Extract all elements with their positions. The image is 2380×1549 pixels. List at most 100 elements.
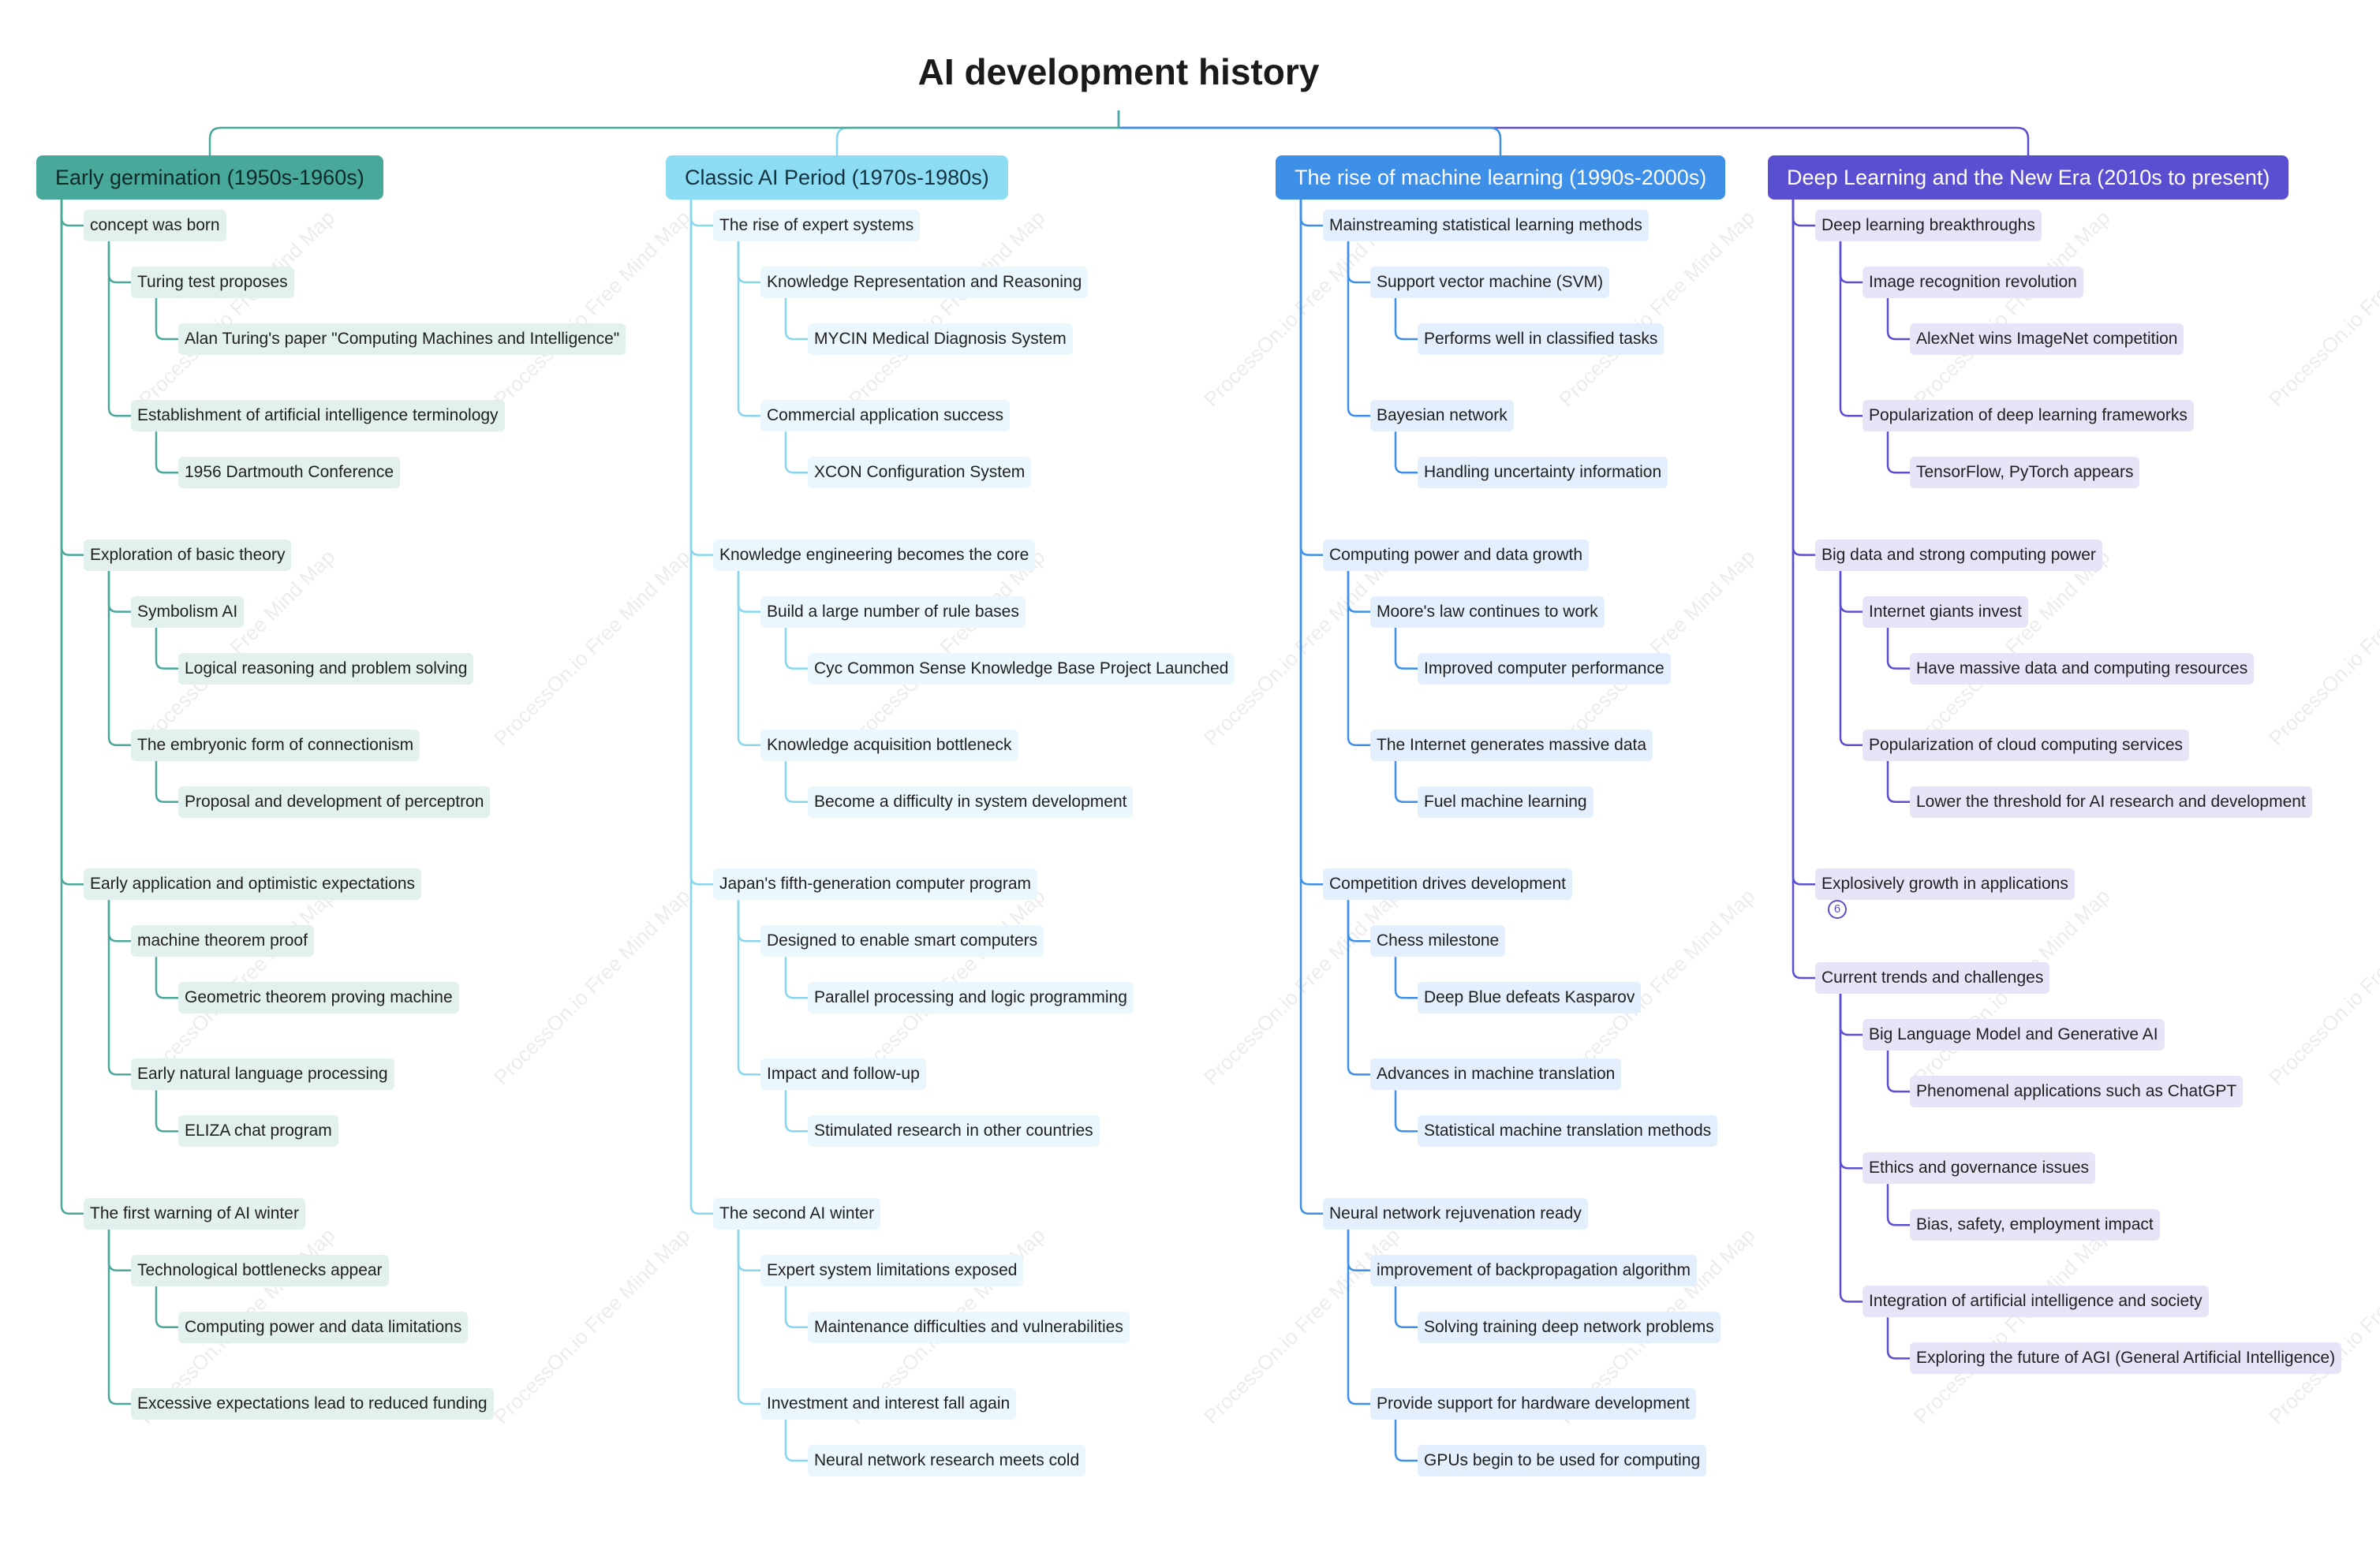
topic-level-3[interactable]: Computing power and data limitations bbox=[178, 1311, 469, 1343]
topic-level-3[interactable]: Phenomenal applications such as ChatGPT bbox=[1910, 1076, 2244, 1107]
topic-level-1[interactable]: Knowledge engineering becomes the core bbox=[713, 539, 1036, 571]
topic-level-1[interactable]: The second AI winter bbox=[713, 1197, 881, 1230]
branch-topic-3[interactable]: The rise of machine learning (1990s-2000… bbox=[1276, 155, 1726, 200]
topic-level-2[interactable]: Moore's law continues to work bbox=[1370, 595, 1605, 628]
topic-level-3[interactable]: Performs well in classified tasks bbox=[1418, 323, 1665, 355]
topic-level-2[interactable]: Image recognition revolution bbox=[1863, 267, 2083, 298]
topic-level-3[interactable]: Have massive data and computing resource… bbox=[1910, 652, 2255, 685]
topic-level-2[interactable]: Chess milestone bbox=[1370, 925, 1506, 957]
root-topic[interactable]: AI development history bbox=[917, 51, 1320, 92]
topic-level-3[interactable]: Neural network research meets cold bbox=[808, 1445, 1086, 1476]
connector-elbow bbox=[784, 431, 808, 474]
collapsed-count-badge[interactable]: 6 bbox=[1828, 900, 1847, 920]
topic-level-3[interactable]: Solving training deep network problems bbox=[1418, 1311, 1721, 1343]
topic-level-1[interactable]: Early application and optimistic expecta… bbox=[84, 868, 422, 901]
topic-level-3[interactable]: Geometric theorem proving machine bbox=[178, 982, 459, 1014]
connector-elbow bbox=[107, 570, 131, 613]
topic-level-1[interactable]: Computing power and data growth bbox=[1323, 539, 1590, 571]
topic-level-3[interactable]: Become a difficulty in system developmen… bbox=[808, 786, 1134, 818]
topic-level-3[interactable]: Exploring the future of AGI (General Art… bbox=[1910, 1342, 2342, 1375]
topic-level-2[interactable]: Expert system limitations exposed bbox=[760, 1254, 1024, 1286]
topic-level-2[interactable]: Knowledge acquisition bottleneck bbox=[760, 729, 1018, 761]
topic-level-2[interactable]: Support vector machine (SVM) bbox=[1370, 267, 1610, 298]
topic-level-3[interactable]: Bias, safety, employment impact bbox=[1910, 1209, 2160, 1241]
topic-level-1[interactable]: Japan's fifth-generation computer progra… bbox=[713, 868, 1038, 901]
topic-level-3[interactable]: Maintenance difficulties and vulnerabili… bbox=[808, 1311, 1130, 1343]
connector-elbow bbox=[1886, 298, 1910, 341]
topic-level-3[interactable]: Alan Turing's paper "Computing Machines … bbox=[178, 323, 626, 355]
connector-elbow bbox=[1394, 1286, 1418, 1329]
topic-level-1[interactable]: The first warning of AI winter bbox=[84, 1197, 305, 1230]
topic-level-1[interactable]: Current trends and challenges bbox=[1815, 962, 2050, 994]
connector-elbow bbox=[689, 200, 713, 1215]
topic-level-1[interactable]: Big data and strong computing power bbox=[1815, 539, 2102, 571]
connector-elbow bbox=[1299, 200, 1323, 227]
topic-level-2[interactable]: Symbolism AI bbox=[131, 595, 245, 628]
topic-level-2[interactable]: The embryonic form of connectionism bbox=[131, 729, 420, 761]
topic-level-2[interactable]: Advances in machine translation bbox=[1370, 1058, 1622, 1091]
branch-topic-4[interactable]: Deep Learning and the New Era (2010s to … bbox=[1768, 155, 2289, 200]
topic-level-2[interactable]: Commercial application success bbox=[760, 400, 1010, 432]
topic-level-3[interactable]: Proposal and development of perceptron bbox=[178, 786, 491, 818]
topic-level-2[interactable]: Build a large number of rule bases bbox=[760, 595, 1026, 628]
topic-level-3[interactable]: Statistical machine translation methods bbox=[1418, 1115, 1718, 1148]
topic-level-2[interactable]: improvement of backpropagation algorithm bbox=[1370, 1254, 1698, 1286]
topic-level-3[interactable]: 1956 Dartmouth Conference bbox=[178, 457, 400, 489]
topic-level-3[interactable]: Lower the threshold for AI research and … bbox=[1910, 786, 2312, 818]
topic-level-1[interactable]: Exploration of basic theory bbox=[84, 539, 292, 571]
topic-level-2[interactable]: Establishment of artificial intelligence… bbox=[131, 400, 505, 432]
topic-level-3[interactable]: Stimulated research in other countries bbox=[808, 1115, 1100, 1148]
connector-elbow bbox=[737, 900, 760, 942]
connector-elbow bbox=[1394, 957, 1418, 999]
topic-level-2[interactable]: Impact and follow-up bbox=[760, 1058, 926, 1091]
topic-level-1[interactable]: Competition drives development bbox=[1323, 868, 1572, 901]
topic-level-2[interactable]: Integration of artificial intelligence a… bbox=[1863, 1286, 2209, 1318]
topic-level-3[interactable]: XCON Configuration System bbox=[808, 457, 1032, 489]
topic-level-3[interactable]: MYCIN Medical Diagnosis System bbox=[808, 323, 1073, 355]
topic-level-1[interactable]: concept was born bbox=[84, 210, 226, 241]
topic-level-2[interactable]: Provide support for hardware development bbox=[1370, 1388, 1696, 1420]
connector-elbow bbox=[1347, 241, 1370, 284]
topic-level-2[interactable]: Turing test proposes bbox=[131, 267, 294, 298]
topic-level-1[interactable]: Explosively growth in applications bbox=[1815, 868, 2075, 901]
connector-elbow bbox=[689, 200, 713, 227]
topic-level-2[interactable]: Early natural language processing bbox=[131, 1058, 394, 1091]
connector-elbow bbox=[1839, 994, 1863, 1170]
topic-level-2[interactable]: Knowledge Representation and Reasoning bbox=[760, 267, 1089, 298]
topic-level-2[interactable]: Big Language Model and Generative AI bbox=[1863, 1019, 2165, 1051]
topic-level-3[interactable]: Logical reasoning and problem solving bbox=[178, 652, 474, 685]
topic-level-3[interactable]: ELIZA chat program bbox=[178, 1115, 338, 1148]
topic-level-2[interactable]: machine theorem proof bbox=[131, 925, 314, 957]
topic-level-3[interactable]: Parallel processing and logic programmin… bbox=[808, 982, 1134, 1014]
connector-elbow bbox=[60, 200, 84, 1215]
topic-level-3[interactable]: AlexNet wins ImageNet competition bbox=[1910, 323, 2184, 355]
topic-level-2[interactable]: Popularization of cloud computing servic… bbox=[1863, 729, 2190, 761]
topic-level-3[interactable]: Improved computer performance bbox=[1418, 652, 1671, 685]
connector-elbow bbox=[1347, 1229, 1370, 1405]
topic-level-2[interactable]: Ethics and governance issues bbox=[1863, 1152, 2095, 1185]
topic-level-2[interactable]: The Internet generates massive data bbox=[1370, 729, 1653, 761]
connector-elbow bbox=[107, 900, 131, 1076]
topic-level-2[interactable]: Excessive expectations lead to reduced f… bbox=[131, 1388, 494, 1420]
connector-elbow bbox=[737, 570, 760, 613]
branch-topic-2[interactable]: Classic AI Period (1970s-1980s) bbox=[666, 155, 1008, 200]
topic-level-3[interactable]: GPUs begin to be used for computing bbox=[1418, 1445, 1707, 1476]
topic-level-1[interactable]: Mainstreaming statistical learning metho… bbox=[1323, 210, 1649, 241]
topic-level-3[interactable]: Cyc Common Sense Knowledge Base Project … bbox=[808, 652, 1235, 685]
connector-elbow bbox=[60, 200, 84, 886]
topic-level-2[interactable]: Bayesian network bbox=[1370, 400, 1514, 432]
topic-level-2[interactable]: Popularization of deep learning framewor… bbox=[1863, 400, 2194, 432]
topic-level-3[interactable]: Handling uncertainty information bbox=[1418, 457, 1668, 489]
topic-level-2[interactable]: Technological bottlenecks appear bbox=[131, 1254, 389, 1286]
topic-level-3[interactable]: Deep Blue defeats Kasparov bbox=[1418, 982, 1642, 1014]
topic-level-3[interactable]: Fuel machine learning bbox=[1418, 786, 1594, 818]
topic-level-2[interactable]: Internet giants invest bbox=[1863, 595, 2028, 628]
branch-topic-1[interactable]: Early germination (1950s-1960s) bbox=[36, 155, 383, 200]
topic-level-2[interactable]: Designed to enable smart computers bbox=[760, 925, 1044, 957]
topic-level-2[interactable]: Investment and interest fall again bbox=[760, 1388, 1017, 1420]
topic-level-1[interactable]: Deep learning breakthroughs bbox=[1815, 210, 2042, 241]
topic-level-1[interactable]: The rise of expert systems bbox=[713, 210, 921, 241]
connector-elbow bbox=[1394, 1090, 1418, 1133]
topic-level-1[interactable]: Neural network rejuvenation ready bbox=[1323, 1197, 1588, 1230]
topic-level-3[interactable]: TensorFlow, PyTorch appears bbox=[1910, 457, 2140, 489]
